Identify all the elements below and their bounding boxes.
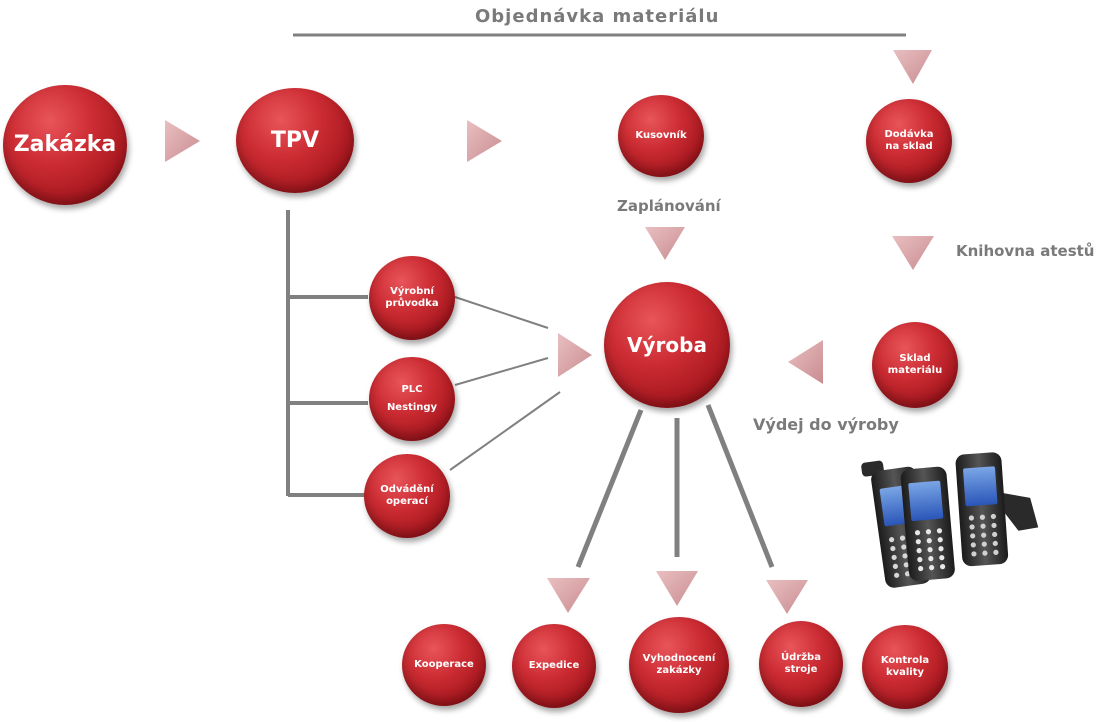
node-plc-nestingy: PLC Nestingy	[369, 357, 455, 441]
node-vyrobni-pruvodka: Výrobní průvodka	[369, 256, 455, 340]
node-expedice: Expedice	[512, 624, 596, 708]
arrow-tpv-kusovnik	[467, 120, 502, 162]
node-zakazka: Zakázka	[3, 85, 127, 205]
label-vydej-do-vyroby: Výdej do výroby	[753, 415, 899, 434]
node-udrzba-label: Údržba stroje	[781, 651, 821, 676]
link-vyroba-expedice	[575, 409, 644, 568]
node-odvadeni-label: Odvádění operací	[380, 483, 434, 508]
flow-arrows	[165, 50, 934, 614]
arrow-knihovna	[892, 236, 934, 270]
node-sklad-materialu: Sklad materiálu	[872, 322, 958, 408]
node-kontrola-label: Kontrola kvality	[880, 654, 930, 679]
label-zaplanovani: Zaplánování	[617, 197, 721, 215]
node-kusovnik-label: Kusovník	[635, 129, 687, 141]
link-pruvodka-vyroba	[454, 296, 549, 329]
node-dodavka-label: Dodávka na sklad	[884, 128, 934, 153]
node-vyrobni-pruvodka-label: Výrobní průvodka	[385, 285, 439, 310]
arrow-to-udrzba	[766, 580, 808, 614]
label-knihovna-atestu: Knihovna atestů	[956, 242, 1095, 260]
arrow-zaplanovani	[645, 227, 685, 260]
node-tpv-label: TPV	[270, 127, 320, 153]
node-vyhodnoceni-label: Vyhodnocení zakázky	[642, 652, 716, 677]
node-kooperace-label: Kooperace	[414, 658, 474, 670]
node-udrzba-stroje: Údržba stroje	[759, 621, 843, 707]
node-vyroba: Výroba	[604, 282, 730, 408]
link-odvadeni-vyroba	[449, 391, 561, 471]
node-kontrola-kvality: Kontrola kvality	[862, 625, 948, 709]
connector-lines	[286, 33, 906, 568]
node-odvadeni-operaci: Odvádění operací	[364, 454, 450, 538]
node-zakazka-label: Zakázka	[13, 132, 117, 158]
node-kusovnik: Kusovník	[618, 95, 704, 177]
link-vyroba-udrzba	[705, 404, 775, 568]
link-plc-vyroba	[454, 357, 549, 386]
node-sklad-label: Sklad materiálu	[887, 352, 943, 377]
arrow-to-dodavka	[893, 50, 932, 84]
node-expedice-label: Expedice	[528, 659, 580, 671]
diagram-title: Objednávka materiálu	[475, 6, 720, 27]
node-plc-label: PLC Nestingy	[386, 384, 438, 413]
arrow-to-expedice	[547, 578, 590, 613]
arrow-zakazka-tpv	[165, 120, 200, 162]
arrow-to-vyhodnoceni	[656, 571, 698, 606]
arrow-to-vyroba	[558, 333, 592, 377]
arrow-sklad-vyroba	[788, 340, 823, 384]
node-vyroba-label: Výroba	[627, 332, 707, 357]
node-dodavka-na-sklad: Dodávka na sklad	[866, 99, 952, 183]
handheld-scanner-icon	[861, 452, 1039, 588]
node-tpv: TPV	[236, 88, 354, 193]
node-vyhodnoceni-zakazky: Vyhodnocení zakázky	[629, 617, 729, 713]
node-kooperace: Kooperace	[402, 624, 486, 706]
